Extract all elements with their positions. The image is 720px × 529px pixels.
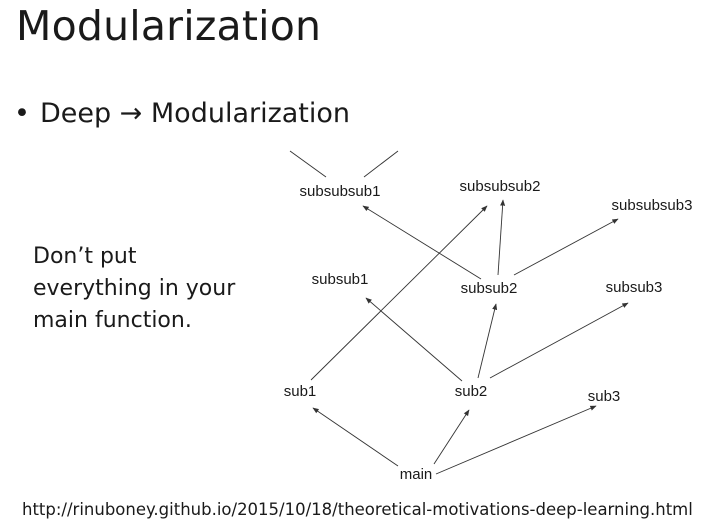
edge-sub1-to-subsubsub2 <box>310 205 488 381</box>
source-url: http://rinuboney.github.io/2015/10/18/th… <box>22 500 693 519</box>
node-layer: subsubsub1 subsubsub2 subsubsub3 subsub1 sub… <box>284 178 693 483</box>
edge-layer <box>289 150 629 475</box>
bullet-text: Deep → Modularization <box>39 98 351 129</box>
side-note: Don’t put everything in your main functi… <box>33 244 236 333</box>
node-subsub1: subsub1 <box>312 271 369 288</box>
edge-sub2-to-subsub3 <box>489 302 629 379</box>
edge-subsubsub1-to-offscreen-left <box>289 150 327 178</box>
node-subsub2: subsub2 <box>461 280 518 297</box>
node-subsubsub1: subsubsub1 <box>300 183 381 200</box>
node-sub3: sub3 <box>588 388 621 405</box>
node-subsubsub2: subsubsub2 <box>460 178 541 195</box>
edge-main-to-sub2 <box>433 409 470 465</box>
node-sub2: sub2 <box>455 383 488 400</box>
edge-main-to-sub1 <box>312 407 399 467</box>
edge-subsubsub1-to-offscreen-right <box>363 150 399 178</box>
node-main: main <box>400 466 433 483</box>
bullet-item: • Deep → Modularization <box>14 98 350 129</box>
slide-title: Modularization <box>16 2 322 50</box>
edge-subsub2-to-subsubsub2 <box>497 199 506 276</box>
edge-subsub2-to-subsubsub1 <box>362 205 482 280</box>
edge-subsub2-to-subsubsub3 <box>513 218 619 276</box>
node-subsubsub3: subsubsub3 <box>612 197 693 214</box>
edge-sub2-to-subsub2 <box>477 303 498 379</box>
edge-main-to-sub3 <box>435 405 597 475</box>
node-sub1: sub1 <box>284 383 317 400</box>
node-subsub3: subsub3 <box>606 279 663 296</box>
edge-sub2-to-subsub1 <box>365 297 463 382</box>
bullet-marker: • <box>14 98 30 129</box>
